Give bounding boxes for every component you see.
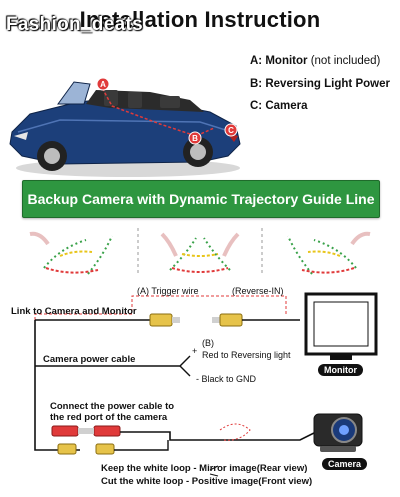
power-plug-icon bbox=[51, 425, 121, 437]
guide-line-panels bbox=[29, 228, 371, 276]
legend-letter: A: bbox=[250, 55, 263, 67]
connect-note-2: the red port of the camera bbox=[50, 412, 168, 423]
legend-text: Monitor bbox=[265, 55, 308, 67]
plus-sign: + bbox=[192, 346, 198, 356]
legend-letter: B: bbox=[250, 78, 263, 90]
legend-item-power: B: Reversing Light Power bbox=[250, 78, 390, 90]
rca-connector-icon bbox=[149, 313, 243, 327]
legend-text: Camera bbox=[265, 100, 308, 112]
marker-b: B bbox=[192, 134, 198, 143]
page-title: Installation Instruction bbox=[79, 7, 321, 32]
power-cable-label: Camera power cable bbox=[43, 354, 136, 365]
link-label: Link to Camera and Monitor bbox=[11, 306, 137, 317]
watermark: Fashion_deats bbox=[6, 14, 143, 35]
legend-text: Reversing Light Power bbox=[265, 78, 390, 90]
feature-banner: Backup Camera with Dynamic Trajectory Gu… bbox=[22, 180, 380, 218]
guide-line-center bbox=[160, 232, 240, 273]
guide-line-left-turn bbox=[29, 231, 113, 275]
keep-loop-label: Keep the white loop - Mirror image(Rear … bbox=[101, 463, 308, 474]
guide-line-right-turn bbox=[287, 231, 371, 275]
monitor-icon bbox=[304, 292, 378, 360]
wiring-diagram bbox=[34, 292, 378, 477]
b-label: (B) bbox=[202, 338, 214, 348]
car-illustration: A B C bbox=[9, 77, 241, 177]
connect-note-1: Connect the power cable to bbox=[50, 401, 175, 412]
marker-a: A bbox=[100, 80, 106, 89]
cut-loop-label: Cut the white loop - Positive image(Fron… bbox=[101, 476, 313, 487]
black-wire-label: - Black to GND bbox=[196, 374, 257, 384]
legend-item-monitor: A: Monitor (not included) bbox=[250, 55, 380, 67]
rca-connector-icon bbox=[57, 443, 115, 455]
monitor-tag: Monitor bbox=[318, 364, 363, 376]
marker-c: C bbox=[228, 126, 234, 135]
legend-letter: C: bbox=[250, 100, 263, 112]
reverse-in-label: (Reverse-IN) bbox=[232, 286, 284, 296]
trigger-wire-label: (A) Trigger wire bbox=[137, 286, 199, 296]
legend-item-camera: C: Camera bbox=[250, 100, 308, 112]
camera-icon bbox=[313, 413, 363, 452]
camera-tag: Camera bbox=[322, 458, 368, 470]
red-wire-label: Red to Reversing light bbox=[202, 350, 291, 360]
legend-note: (not included) bbox=[310, 55, 381, 67]
